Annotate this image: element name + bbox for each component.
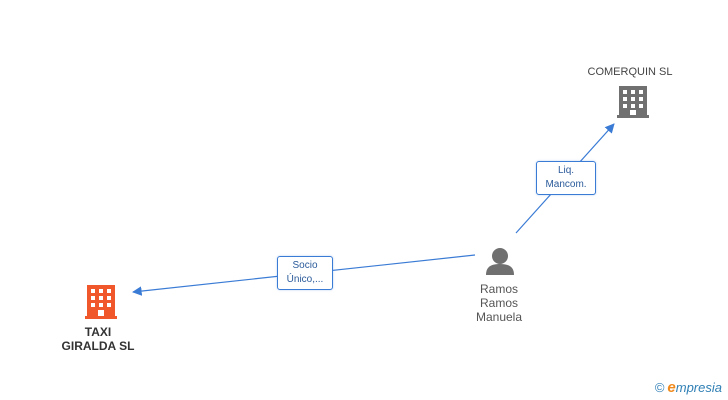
brand-logo: ©empresia: [655, 379, 722, 396]
edge-label-liq[interactable]: Liq. Mancom.: [536, 161, 596, 195]
person-name-line3: Manuela: [475, 310, 523, 324]
edge-label-socio-line2: Único,...: [286, 274, 324, 285]
comerquin-label[interactable]: COMERQUIN SL: [580, 65, 680, 79]
taxi-name-line2: GIRALDA SL: [61, 339, 135, 353]
comerquin-name: COMERQUIN SL: [587, 66, 673, 78]
building-icon[interactable]: [85, 285, 117, 319]
person-label[interactable]: Ramos Ramos Manuela: [449, 282, 549, 324]
person-name-line2: Ramos: [479, 296, 518, 310]
copyright-symbol: ©: [654, 380, 665, 395]
edge-label-socio-line1: Socio: [292, 260, 318, 271]
edge-label-liq-line1: Liq.: [557, 165, 575, 176]
taxi-name-line1: TAXI: [84, 325, 112, 339]
person-icon[interactable]: [486, 248, 514, 275]
building-icon[interactable]: [617, 86, 649, 118]
edge-label-liq-line2: Mancom.: [545, 179, 587, 190]
edge-label-socio[interactable]: Socio Único,...: [277, 256, 333, 290]
brand-name: mpresia: [675, 380, 722, 395]
brand-e: e: [667, 379, 676, 396]
person-name-line1: Ramos: [479, 282, 518, 296]
taxi-label[interactable]: TAXI GIRALDA SL: [48, 325, 148, 353]
